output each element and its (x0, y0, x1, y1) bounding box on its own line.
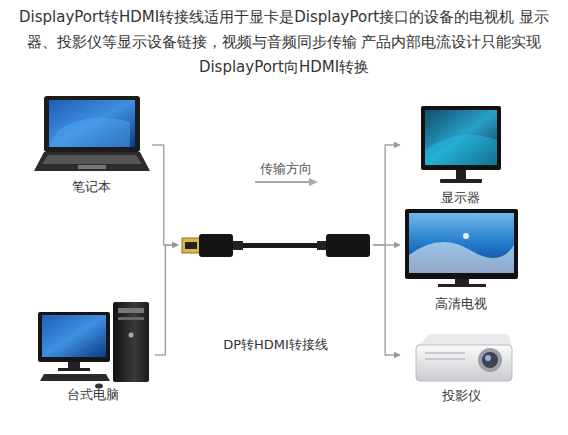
device-box: 显示器 (400, 100, 520, 206)
connector-arrow (373, 145, 400, 245)
connector-arrow (152, 145, 178, 245)
node-label: 投影仪 (440, 387, 483, 404)
projector-picture (416, 334, 512, 381)
title: DisplayPort转HDMI转接线适用于显卡是DisplayPort接口的设… (10, 5, 558, 80)
cable-box: DP转HDMI转接线 (178, 226, 373, 353)
tv-picture (405, 209, 518, 287)
node-label: 高清电视 (433, 295, 489, 312)
device-box: 高清电视 (400, 206, 522, 312)
desktop-picture (38, 302, 149, 389)
device-box: 投影仪 (400, 326, 522, 404)
connector-arrow (373, 245, 400, 355)
laptop-picture (34, 96, 150, 171)
node-label: DP转HDMI转接线 (221, 336, 330, 353)
node-label: 显示器 (439, 189, 482, 206)
dp-hdmi-cable-picture (182, 234, 370, 257)
device-box: 笔记本 (30, 92, 152, 195)
direction-label: 传输方向 (260, 160, 312, 177)
node-label: 台式电脑 (65, 386, 121, 403)
connector-arrow (155, 245, 178, 355)
node-label: 笔记本 (70, 178, 113, 195)
device-box: 台式电脑 (30, 296, 155, 403)
direction-arrow (255, 178, 318, 186)
monitor-picture (421, 106, 501, 183)
